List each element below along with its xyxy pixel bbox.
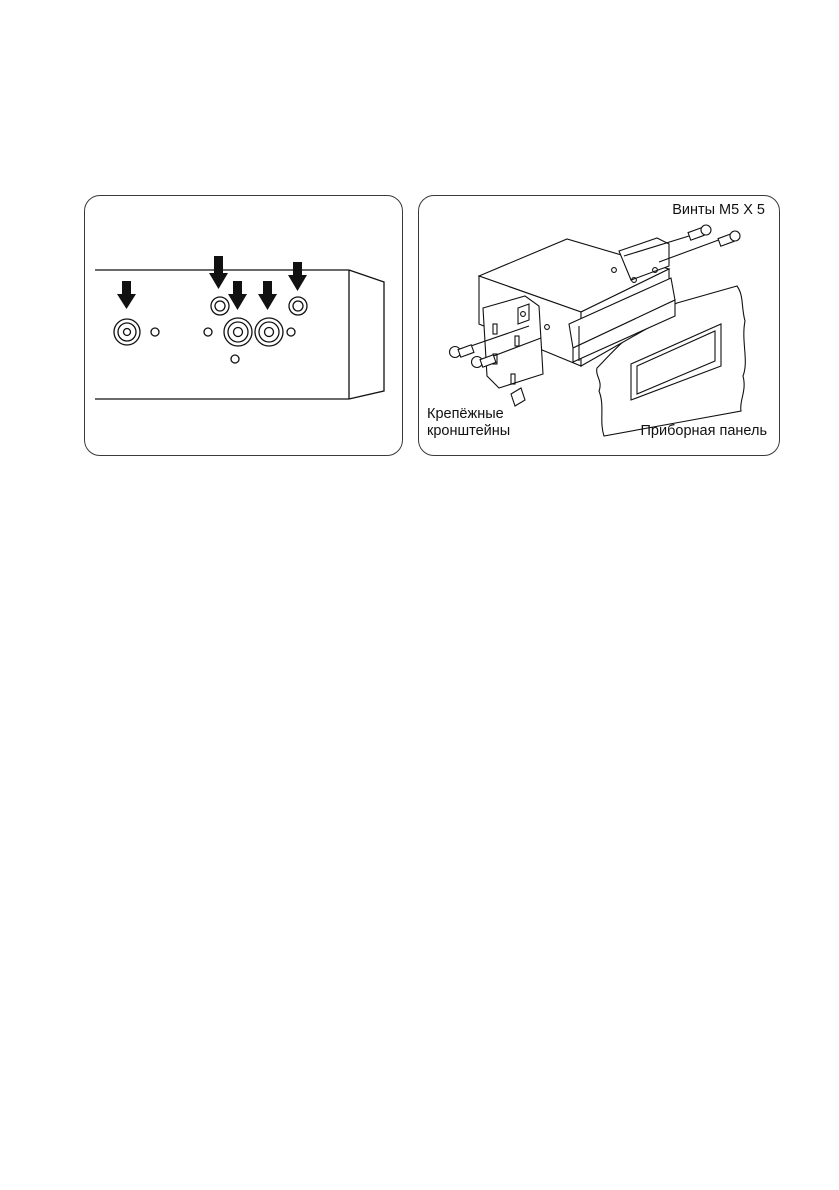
arrow-down-icon	[117, 281, 136, 309]
small-hole	[151, 328, 159, 336]
brackets-label: Крепёжные кронштейны	[427, 406, 510, 440]
brackets-label-line1: Крепёжные	[427, 406, 510, 423]
screw-icon	[450, 345, 474, 358]
screw-icon	[688, 225, 711, 240]
brackets-label-line2: кронштейны	[427, 423, 510, 440]
rca-connector-1	[211, 297, 229, 315]
antenna-connector	[114, 319, 140, 345]
small-hole	[287, 328, 295, 336]
dashboard-label: Приборная панель	[641, 423, 768, 440]
arrow-down-icon	[258, 281, 277, 310]
rca-connector-4	[289, 297, 307, 315]
small-hole	[204, 328, 212, 336]
screw-icon	[718, 231, 740, 246]
arrow-down-icon	[209, 256, 228, 289]
rear-connectors-figure	[84, 195, 403, 456]
arrow-down-icon	[288, 262, 307, 291]
small-hole	[231, 355, 239, 363]
rear-connectors-drawing	[85, 196, 403, 456]
screws-label: Винты M5 X 5	[672, 202, 765, 219]
rca-connector-3	[255, 318, 283, 346]
bracket-tab	[518, 304, 529, 324]
arrow-down-icon	[228, 281, 247, 310]
rca-connector-2	[224, 318, 252, 346]
installation-figure: Винты M5 X 5 Крепёжные кронштейны Прибор…	[418, 195, 780, 456]
unit-side-face	[349, 270, 384, 399]
bracket-tab	[511, 388, 525, 406]
